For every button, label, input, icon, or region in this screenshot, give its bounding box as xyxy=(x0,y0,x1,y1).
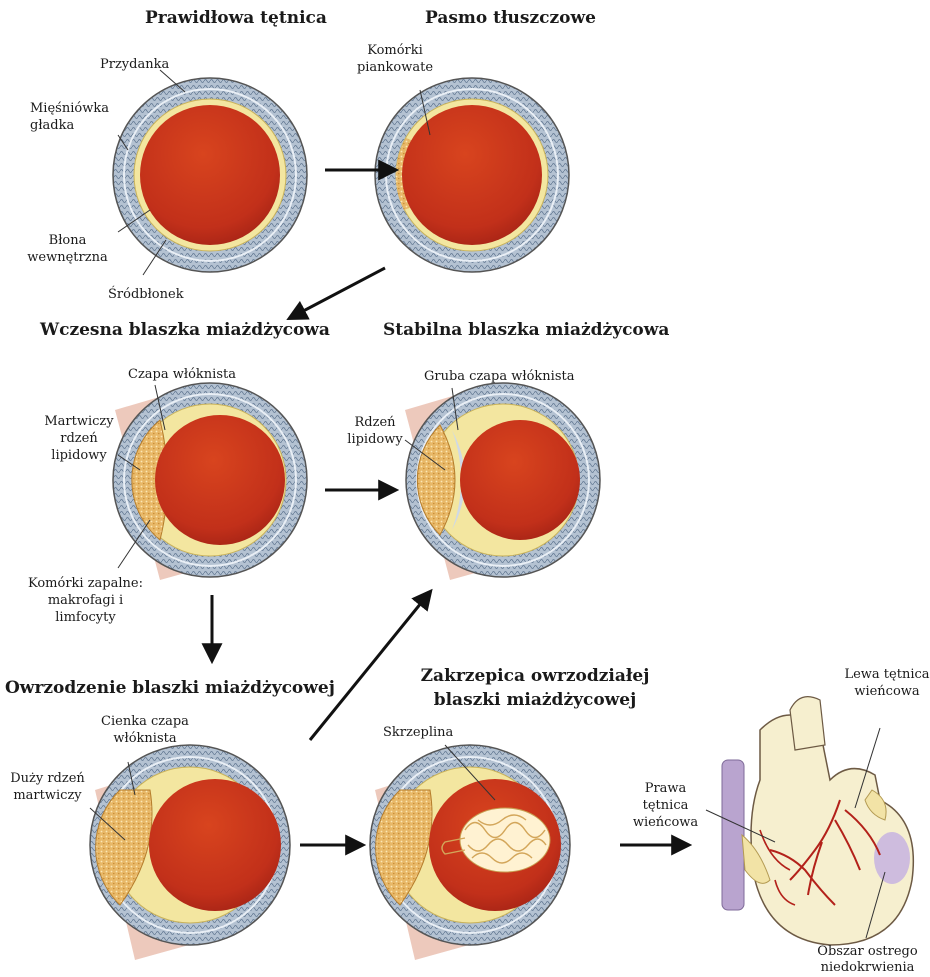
title-thrombosis: Zakrzepica owrzodziałej blaszki miażdżyc… xyxy=(385,664,685,712)
label-right-coronary: Prawa tętnica wieńcowa xyxy=(628,780,703,831)
title-fatty-streak: Pasmo tłuszczowe xyxy=(425,8,596,28)
label-thrombus: Skrzeplina xyxy=(383,724,453,741)
label-foam-cells: Komórki piankowate xyxy=(345,42,445,76)
label-fibrous-cap: Czapa włóknista xyxy=(128,366,236,383)
lumen-fatty xyxy=(402,105,542,245)
artery-thrombosis xyxy=(370,745,570,960)
artery-fatty-streak xyxy=(375,78,569,272)
label-smooth-muscle: Mięśniówka gładka xyxy=(30,100,130,134)
label-thick-cap: Gruba czapa włóknista xyxy=(424,368,574,385)
label-lipid-core: Rdzeń lipidowy xyxy=(340,414,410,448)
artery-normal xyxy=(113,78,307,272)
artery-ulceration xyxy=(90,745,290,960)
title-ulceration: Owrzodzenie blaszki miażdżycowej xyxy=(5,678,335,698)
label-intima: Błona wewnętrzna xyxy=(15,232,120,266)
vena-cava xyxy=(722,760,744,910)
label-large-core: Duży rdzeń martwiczy xyxy=(5,770,90,804)
lumen-stable xyxy=(460,420,580,540)
artery-early-plaque xyxy=(113,383,307,580)
arrow-fatty-to-early xyxy=(290,268,385,318)
label-adventitia: Przydanka xyxy=(100,56,169,73)
title-stable-plaque: Stabilna blaszka miażdżycowa xyxy=(383,320,669,340)
artery-stable-plaque xyxy=(405,383,600,580)
label-left-coronary: Lewa tętnica wieńcowa xyxy=(842,666,930,700)
label-endothelium: Śródbłonek xyxy=(108,286,184,303)
title-early-plaque: Wczesna blaszka miażdżycowa xyxy=(40,320,330,340)
aorta xyxy=(790,697,825,750)
lumen-early xyxy=(155,415,285,545)
label-inflammatory-cells: Komórki zapalne: makrofagi i limfocyty xyxy=(18,575,153,626)
heart-body xyxy=(751,715,913,945)
lumen-ulcer xyxy=(149,779,281,911)
ischemia-area xyxy=(874,832,910,884)
label-thin-cap: Cienka czapa włóknista xyxy=(90,713,200,747)
label-ischemia: Obszar ostrego niedokrwienia xyxy=(805,944,930,976)
heart-illustration xyxy=(722,697,913,945)
lumen-normal xyxy=(140,105,280,245)
label-necrotic-core: Martwiczy rdzeń lipidowy xyxy=(40,413,118,464)
title-normal-artery: Prawidłowa tętnica xyxy=(145,8,327,28)
